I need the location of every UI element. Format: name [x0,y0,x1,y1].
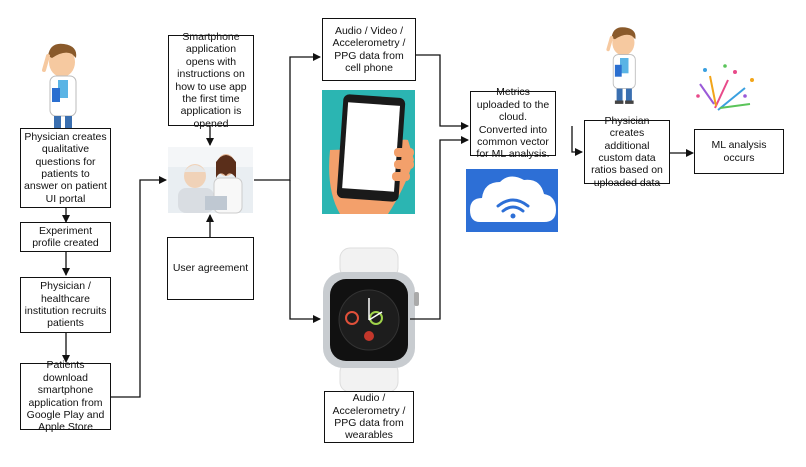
flow-connectors [62,53,694,398]
wearable-data-box: Audio / Accelerometry / PPG data from we… [324,391,414,443]
cloud-wifi-icon [466,169,558,232]
ml-analysis-box: ML analysis occurs [694,129,784,174]
recruits-patients-box: Physician / healthcare institution recru… [20,277,111,333]
smartphone-icon [322,90,415,214]
phone-data-box: Audio / Video / Accelerometry / PPG data… [322,18,416,81]
download-app-box: Patients download smartphone application… [20,359,111,433]
user-agreement-box: User agreement [167,237,254,300]
confetti-icon [696,64,754,111]
patient-doctor-photo [168,147,253,214]
app-opens-box: Smartphone application opens with instru… [168,31,254,130]
custom-ratios-box: Physician creates additional custom data… [584,115,670,189]
doctor-icon [606,27,636,104]
metrics-uploaded-box: Metrics uploaded to the cloud. Converted… [470,86,556,160]
physician-questions-box: Physician creates qualitative questions … [20,128,111,208]
smartwatch-icon [323,247,419,393]
experiment-profile-box: Experiment profile created [20,222,111,252]
doctor-icon [42,43,77,134]
